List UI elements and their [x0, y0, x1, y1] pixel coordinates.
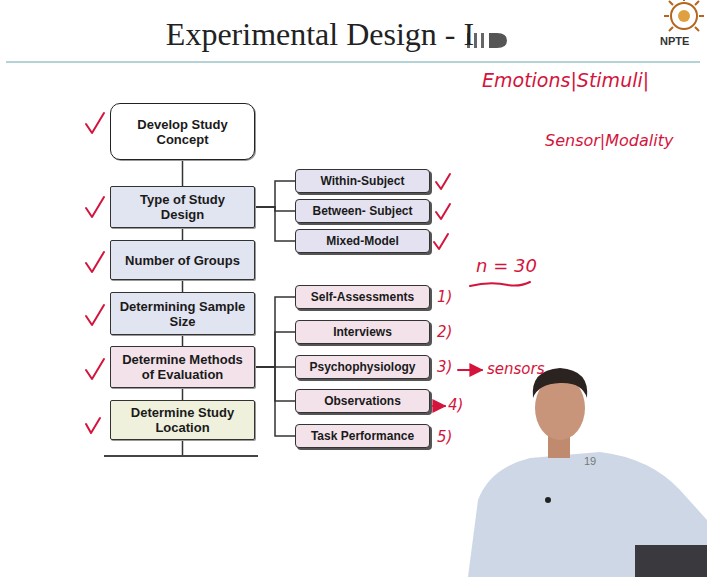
box-text: Interviews	[333, 325, 392, 339]
underline	[470, 282, 530, 286]
process-box: Determine Methods of Evaluation	[110, 346, 255, 388]
page-number: 19	[584, 455, 596, 467]
option-box: Psychophysiology	[295, 355, 430, 379]
connector	[182, 228, 184, 240]
check-mark	[436, 174, 450, 189]
logo-core	[678, 10, 690, 22]
box-text: Observations	[324, 394, 401, 408]
option-box: Self-Assessments	[295, 285, 430, 309]
hand-arrow	[458, 369, 482, 371]
check-mark	[86, 359, 104, 379]
handwritten-note: n = 30	[476, 256, 537, 276]
connector	[255, 297, 295, 367]
connector	[182, 335, 184, 346]
callout-number: 5)	[437, 429, 452, 446]
process-box: Determine Study Location	[110, 400, 255, 440]
laptop	[635, 545, 707, 577]
box-text: Determine Methods of Evaluation	[117, 352, 248, 382]
box-text: Task Performance	[311, 429, 414, 443]
connector	[182, 388, 184, 400]
connector-stub	[182, 440, 184, 455]
box-text: Determining Sample Size	[117, 299, 248, 329]
callout-number: 4)	[448, 397, 463, 414]
option-box: Within-Subject	[295, 169, 430, 193]
callout-number: 2)	[437, 324, 452, 341]
check-mark	[434, 234, 448, 249]
option-box: Between- Subject	[295, 199, 430, 223]
check-mark	[86, 197, 104, 217]
slide-title: Experimental Design - I	[150, 16, 490, 53]
box-text: Within-Subject	[321, 174, 405, 188]
handwritten-checks	[86, 113, 530, 433]
box-text: Between- Subject	[312, 204, 412, 218]
handwritten-note: Sensor|Modality	[545, 132, 673, 150]
check-mark	[86, 252, 104, 272]
check-mark	[86, 418, 100, 433]
connector	[255, 367, 295, 436]
box-text: Self-Assessments	[311, 290, 414, 304]
shirt	[468, 452, 707, 577]
cut-box-edge	[104, 455, 258, 457]
flow-continuation	[104, 440, 258, 456]
box-text: Number of Groups	[125, 253, 240, 268]
hand-arrow	[433, 405, 445, 407]
box-text: Mixed-Model	[326, 234, 399, 248]
logo-rays	[664, 0, 704, 31]
person-video	[468, 368, 707, 577]
handwritten-note: sensors	[487, 361, 545, 378]
logo-d	[489, 33, 507, 48]
check-mark	[86, 305, 104, 325]
option-box: Observations	[295, 389, 430, 413]
nptel-logo	[664, 0, 704, 31]
handwritten-note: Emotions|Stimuli|	[482, 70, 649, 91]
process-box: Determining Sample Size	[110, 292, 255, 335]
box-text: Develop Study Concept	[117, 117, 248, 147]
check-mark	[86, 113, 104, 133]
start-box: Develop Study Concept	[110, 103, 255, 160]
callout-number: 3)	[437, 359, 452, 376]
logo-bar	[481, 33, 484, 48]
box-text: Determine Study Location	[117, 405, 248, 435]
connector	[182, 160, 184, 186]
callout-number: 1)	[437, 289, 452, 306]
logo-text: NPTE	[660, 35, 689, 47]
process-box: Number of Groups	[110, 240, 255, 280]
option-box: Interviews	[295, 320, 430, 344]
process-box: Type of Study Design	[110, 186, 255, 228]
option-box: Task Performance	[295, 424, 430, 448]
logo-ring	[671, 3, 697, 29]
logo-bar	[474, 33, 477, 48]
microphone	[545, 497, 551, 503]
option-box: Mixed-Model	[295, 229, 430, 253]
box-text: Psychophysiology	[309, 360, 415, 374]
title-rule	[6, 61, 700, 62]
check-mark	[436, 204, 450, 219]
connector	[255, 181, 295, 207]
box-text: Type of Study Design	[117, 192, 248, 222]
connector	[255, 332, 295, 367]
connector	[182, 280, 184, 292]
connector	[255, 207, 295, 241]
